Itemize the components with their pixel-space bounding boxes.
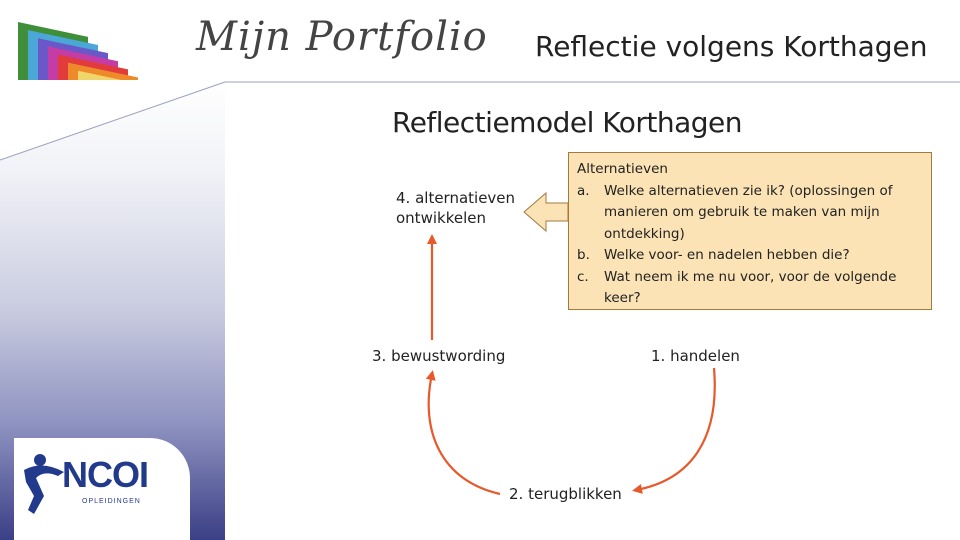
diagram-title: Reflectiemodel Korthagen [392,106,743,139]
callout-item-c: c. Wat neem ik me nu voor, voor de volge… [577,267,923,310]
callout-heading: Alternatieven [577,161,668,177]
step-alternatieven: 4. alternatieven ontwikkelen [396,188,515,228]
arrow-terugblikken-bewustwording [425,370,501,496]
step-terugblikken: 2. terugblikken [509,485,622,503]
logo-card [14,438,190,540]
alternatieven-callout: Alternatieven a. Welke alternatieven zie… [568,152,932,310]
runner-icon [24,454,64,514]
callout-item-b-mark: b. [577,247,590,263]
callout-item-a: a. Welke alternatieven zie ik? (oplossin… [577,181,923,246]
ncoi-logo: NCOI OPLEIDINGEN [20,448,190,528]
callout-pointer-arrow [523,191,569,233]
portfolio-script-title: Mijn Portfolio [196,14,488,60]
callout-item-c-mark: c. [577,268,589,285]
step-handelen: 1. handelen [651,347,740,365]
arrow-handelen-terugblikken [632,367,716,494]
step-alternatieven-line2: ontwikkelen [396,209,486,227]
callout-item-b-text: Welke voor- en nadelen hebben die? [604,247,850,263]
step-bewustwording: 3. bewustwording [372,347,506,365]
brand-name: NCOI [62,454,149,495]
callout-item-c-text: Wat neem ik me nu voor, voor de volgende… [604,268,897,307]
brand-subtitle: OPLEIDINGEN [82,498,141,505]
callout-item-a-mark: a. [577,182,590,199]
callout-item-a-text: Welke alternatieven zie ik? (oplossingen… [604,182,893,242]
step-alternatieven-line1: 4. alternatieven [396,189,516,207]
slide-title: Reflectie volgens Korthagen [535,30,928,63]
callout-item-b: b. Welke voor- en nadelen hebben die? [577,245,923,267]
